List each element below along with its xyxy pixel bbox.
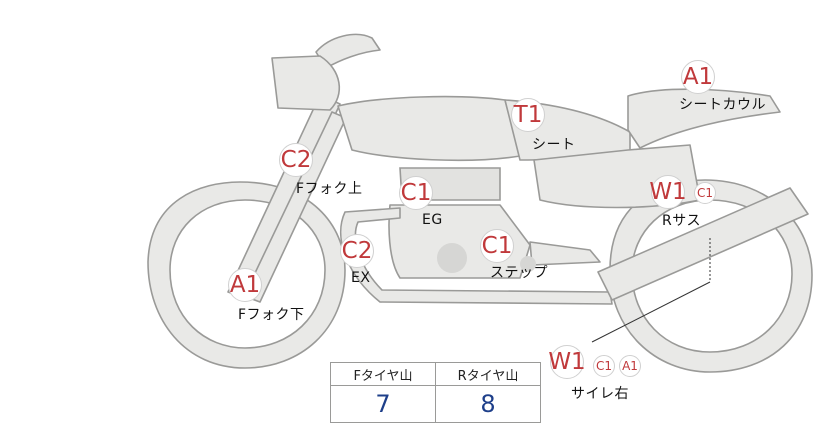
grade-badge: W1 [548,345,586,379]
grade-badge: W1 [649,175,687,209]
grade-badge-small: C1 [694,182,716,204]
muffler [597,187,809,301]
grade-badge: C1 [399,176,433,210]
f-fork-upper-label: Fフォク上 [296,181,363,197]
grade-badge: C1 [480,229,514,263]
grade-badge: T1 [511,98,545,132]
rear-suspension-label: Rサス [662,213,701,229]
grade-badge-small: C1 [593,355,615,377]
footrest-knob [520,256,536,272]
engine-cover [437,243,467,273]
step-label: ステップ [490,265,548,281]
tire-tread-table: Fタイヤ山 Rタイヤ山 7 8 [330,362,541,423]
front-wheel [147,181,346,369]
rear-tread-header: Rタイヤ山 [435,362,541,386]
engine-label: EG [422,212,443,228]
side-leader-line [591,281,711,343]
handlebar [315,33,381,69]
exhaust-label: EX [351,270,371,286]
rear-tread-value: 8 [435,385,541,423]
grade-badge: A1 [681,60,715,94]
seat-cowl-label: シートカウル [679,97,766,113]
seat-cowl-shape [627,88,781,149]
side-right-label: サイレ右 [571,386,629,402]
f-fork-lower-label: Fフォク下 [238,307,305,323]
fuel-tank [337,95,521,162]
grade-badge-small: A1 [619,355,641,377]
grade-badge: A1 [228,268,262,302]
seat-label: シート [532,137,576,153]
grade-badge: C2 [340,234,374,268]
front-tread-value: 7 [330,385,436,423]
front-tread-header: Fタイヤ山 [330,362,436,386]
headlight [271,55,341,111]
grade-badge: C2 [279,143,313,177]
